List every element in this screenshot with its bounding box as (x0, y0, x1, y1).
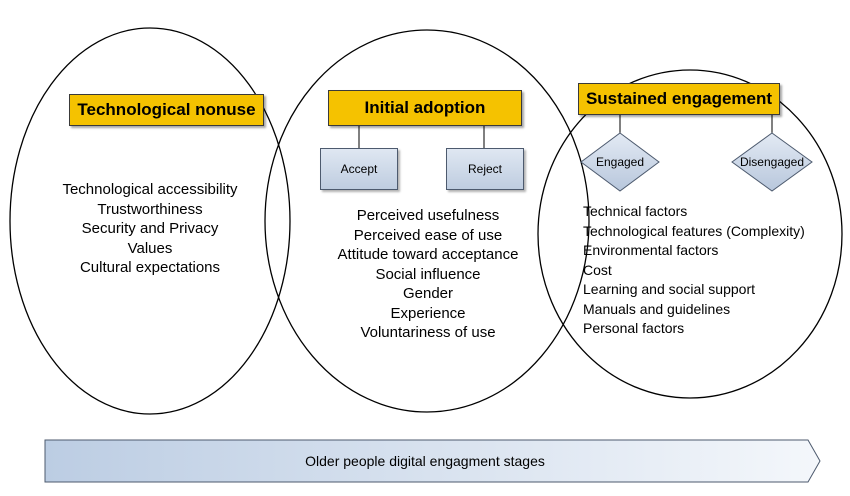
list-item: Personal factors (583, 320, 685, 336)
stages-arrow-label: Older people digital engagment stages (305, 453, 545, 469)
diamond-engaged (580, 132, 660, 192)
stage-ellipse-engagement (537, 69, 843, 399)
title-sustained-engagement: Sustained engagement (578, 83, 780, 115)
list-item: Experience (390, 304, 466, 322)
adoption-factor-list: Perceived usefulness Perceived ease of u… (318, 206, 538, 343)
list-item: Environmental factors (583, 242, 719, 258)
list-item: Values (127, 239, 173, 257)
list-item: Learning and social support (583, 281, 756, 297)
stage-ellipse-adoption (264, 29, 590, 413)
list-item: Perceived usefulness (356, 207, 500, 224)
list-item: Technical factors (583, 203, 688, 219)
engagement-factor-list: Technical factors Technological features… (583, 202, 845, 339)
list-item: Security and Privacy (81, 220, 219, 237)
accept-box: Accept (320, 148, 398, 190)
list-item: Social influence (375, 265, 481, 283)
list-item: Technological accessibility (62, 181, 238, 198)
list-item: Manuals and guidelines (583, 300, 731, 317)
reject-box: Reject (446, 148, 524, 190)
engaged-label: Engaged (595, 155, 645, 169)
stage-ellipse-nonuse (9, 27, 291, 415)
list-item: Trustworthiness (97, 200, 203, 218)
list-item: Attitude toward acceptance (337, 246, 519, 263)
disengaged-label: Disengaged (739, 155, 805, 169)
diamond-disengaged (731, 132, 813, 192)
list-item: Technological features (Complexity) (583, 222, 805, 239)
title-initial-adoption: Initial adoption (328, 90, 522, 126)
list-item: Gender (402, 285, 454, 302)
nonuse-factor-list: Technological accessibility Trustworthin… (20, 180, 280, 278)
list-item: Perceived ease of use (353, 226, 503, 244)
list-item: Cultural expectations (79, 259, 221, 276)
stages-arrow (44, 439, 821, 483)
list-item: Cost (583, 261, 612, 278)
list-item: Voluntariness of use (360, 324, 496, 341)
title-technological-nonuse: Technological nonuse (69, 94, 264, 126)
